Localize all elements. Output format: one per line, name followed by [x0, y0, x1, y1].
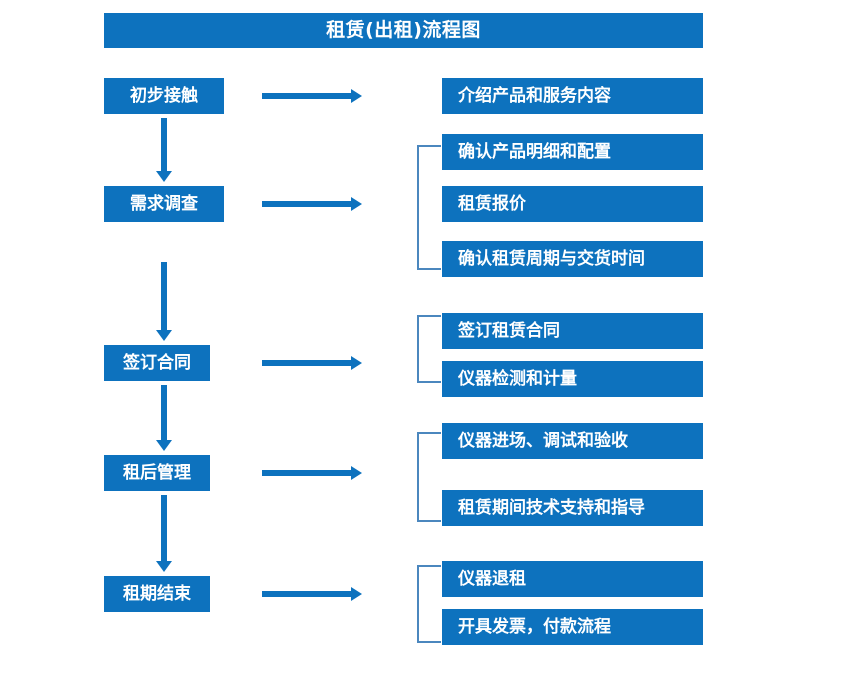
- detail-box-7[interactable]: 仪器进场、调试和验收: [442, 423, 703, 459]
- detail-box-1[interactable]: 介绍产品和服务内容: [442, 78, 703, 114]
- detail-label-1: 介绍产品和服务内容: [458, 85, 611, 106]
- arrow-shaft: [262, 201, 351, 207]
- detail-label-3: 租赁报价: [458, 193, 526, 214]
- detail-label-6: 仪器检测和计量: [458, 368, 577, 389]
- arrow-head: [351, 466, 362, 480]
- stage-label-2: 需求调查: [130, 193, 198, 214]
- stage-label-1: 初步接触: [130, 85, 198, 106]
- diagram-title-bar: 租赁(出租)流程图: [104, 13, 703, 48]
- stage-label-3: 签订合同: [123, 352, 191, 373]
- detail-box-10[interactable]: 开具发票，付款流程: [442, 609, 703, 645]
- stage-label-5: 租期结束: [123, 583, 191, 604]
- arrow-head: [156, 171, 172, 182]
- stage-box-1[interactable]: 初步接触: [104, 78, 224, 114]
- detail-label-9: 仪器退租: [458, 568, 526, 589]
- arrow-shaft: [262, 591, 351, 597]
- detail-box-5[interactable]: 签订租赁合同: [442, 313, 703, 349]
- arrow-head: [351, 356, 362, 370]
- stage-box-4[interactable]: 租后管理: [104, 455, 210, 491]
- arrow-head: [351, 89, 362, 103]
- arrow-shaft: [262, 470, 351, 476]
- arrow-shaft: [161, 495, 167, 561]
- detail-box-4[interactable]: 确认租赁周期与交货时间: [442, 241, 703, 277]
- arrow-shaft: [161, 118, 167, 171]
- detail-label-8: 租赁期间技术支持和指导: [458, 497, 645, 518]
- right-arrow-stage-5: [262, 587, 362, 601]
- arrow-head: [156, 330, 172, 341]
- detail-label-4: 确认租赁周期与交货时间: [458, 248, 645, 269]
- right-arrow-stage-3: [262, 356, 362, 370]
- detail-label-2: 确认产品明细和配置: [458, 141, 611, 162]
- arrow-head: [351, 197, 362, 211]
- right-arrow-stage-1: [262, 89, 362, 103]
- diagram-title: 租赁(出租)流程图: [326, 19, 481, 41]
- stage-box-2[interactable]: 需求调查: [104, 186, 224, 222]
- arrow-shaft: [262, 360, 351, 366]
- down-arrow-1-to-2: [153, 118, 175, 182]
- down-arrow-2-to-3: [153, 262, 175, 341]
- group-bracket-2: [417, 145, 441, 270]
- detail-label-5: 签订租赁合同: [458, 320, 560, 341]
- arrow-shaft: [161, 385, 167, 440]
- arrow-shaft: [262, 93, 351, 99]
- group-bracket-5: [417, 565, 441, 643]
- detail-label-7: 仪器进场、调试和验收: [458, 430, 628, 451]
- detail-box-3[interactable]: 租赁报价: [442, 186, 703, 222]
- detail-box-9[interactable]: 仪器退租: [442, 561, 703, 597]
- arrow-head: [156, 440, 172, 451]
- detail-box-6[interactable]: 仪器检测和计量: [442, 361, 703, 397]
- group-bracket-4: [417, 432, 441, 522]
- arrow-head: [351, 587, 362, 601]
- right-arrow-stage-4: [262, 466, 362, 480]
- stage-box-5[interactable]: 租期结束: [104, 576, 210, 612]
- stage-label-4: 租后管理: [123, 462, 191, 483]
- stage-box-3[interactable]: 签订合同: [104, 345, 210, 381]
- detail-label-10: 开具发票，付款流程: [458, 616, 611, 637]
- detail-box-2[interactable]: 确认产品明细和配置: [442, 134, 703, 170]
- arrow-head: [156, 561, 172, 572]
- down-arrow-3-to-4: [153, 385, 175, 451]
- arrow-shaft: [161, 262, 167, 330]
- detail-box-8[interactable]: 租赁期间技术支持和指导: [442, 490, 703, 526]
- down-arrow-4-to-5: [153, 495, 175, 572]
- group-bracket-3: [417, 315, 441, 383]
- right-arrow-stage-2: [262, 197, 362, 211]
